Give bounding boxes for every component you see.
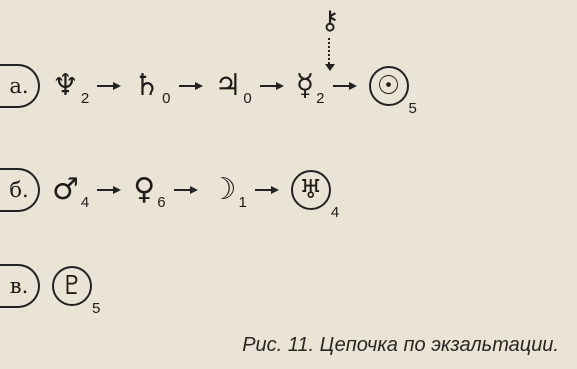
venus-icon: ♀ — [133, 172, 156, 207]
row-marker-v: в. — [0, 264, 40, 308]
mercury-symbol: ☿ 2 — [295, 68, 325, 106]
arrow-right-icon — [332, 81, 357, 91]
pluto-icon: ♇ — [52, 266, 92, 306]
arrow-right-icon — [178, 81, 203, 91]
pluto-score: 5 — [92, 299, 101, 317]
sun-score: 5 — [408, 99, 417, 117]
mercury-score: 2 — [316, 89, 325, 107]
row-marker-b: б. — [0, 168, 40, 212]
dotted-connector — [328, 38, 332, 64]
neptune-score: 2 — [80, 89, 90, 107]
figure-caption: Рис. 11. Цепочка по экзальтации. — [242, 334, 559, 356]
chiron-pointer: ⚷ — [310, 8, 350, 71]
sun-icon: ☉ — [368, 66, 409, 106]
saturn-score: 0 — [162, 89, 171, 107]
sun-symbol: ☉ 5 — [368, 66, 417, 116]
arrow-right-icon — [173, 185, 198, 195]
neptune-icon: ♆ — [52, 68, 79, 103]
venus-score: 6 — [157, 193, 166, 211]
mars-score: 4 — [80, 193, 90, 211]
mercury-icon: ☿ — [295, 68, 315, 103]
neptune-symbol: ♆ 2 — [52, 68, 89, 106]
venus-symbol: ♀ 6 — [133, 172, 165, 210]
jupiter-score: 0 — [243, 89, 252, 107]
saturn-icon: ♄ — [133, 68, 161, 103]
row-marker-a: а. — [0, 64, 40, 108]
moon-icon: ☽ — [209, 172, 237, 207]
jupiter-icon: ♃ — [214, 68, 242, 103]
chain-row-a: а. ♆ 2 ♄ 0 ♃ 0 ☿ 2 ☉ 5 — [0, 64, 417, 116]
arrow-right-icon — [259, 81, 284, 91]
uranus-score: 4 — [330, 203, 340, 221]
pluto-symbol: ♇ 5 — [52, 266, 100, 316]
jupiter-symbol: ♃ 0 — [214, 68, 252, 106]
moon-score: 1 — [238, 193, 247, 211]
arrow-right-icon — [97, 185, 122, 195]
arrow-right-icon — [254, 185, 279, 195]
mars-icon: ♂ — [52, 172, 79, 207]
moon-symbol: ☽ 1 — [209, 172, 247, 210]
uranus-symbol: ♅ 4 — [290, 170, 339, 220]
arrow-down-icon — [325, 64, 335, 71]
chain-row-b: б. ♂ 4 ♀ 6 ☽ 1 ♅ 4 — [0, 168, 339, 220]
chiron-icon: ⚷ — [320, 6, 340, 36]
arrow-right-icon — [97, 81, 122, 91]
mars-symbol: ♂ 4 — [52, 172, 89, 210]
uranus-icon: ♅ — [290, 170, 331, 210]
saturn-symbol: ♄ 0 — [133, 68, 170, 106]
chain-row-v: в. ♇ 5 — [0, 264, 100, 316]
